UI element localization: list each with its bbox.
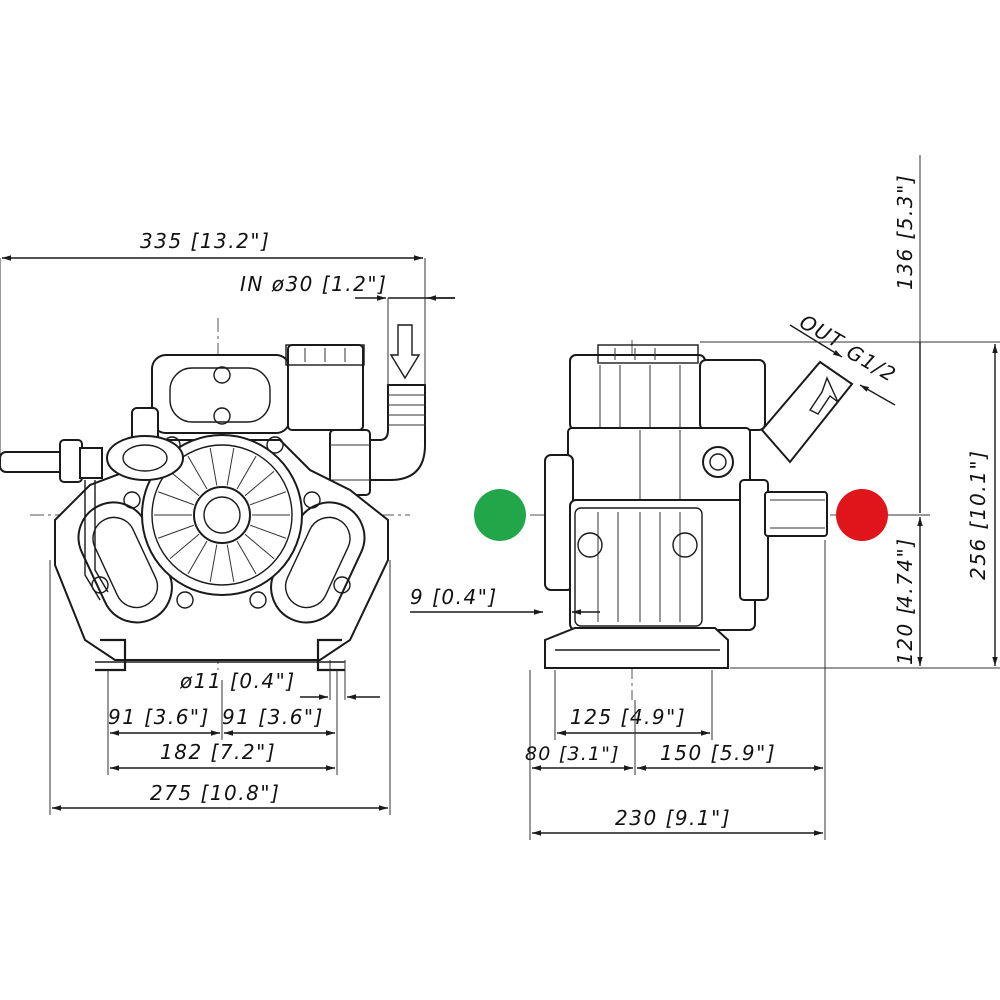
side-top-housing (569, 354, 706, 431)
dim-foot-width: 125 [4.9"] (570, 705, 686, 729)
side-flange (544, 454, 574, 591)
red-marker-dot (836, 489, 888, 541)
dim-half-spacing-right: 91 [3.6"] (222, 705, 324, 729)
dim-bolt-spacing: 182 [7.2"] (160, 740, 276, 764)
side-plug (702, 446, 734, 478)
disc-rib (250, 491, 287, 506)
disc-rib (187, 455, 208, 490)
dim-height-bottom: 120 [ (893, 605, 917, 665)
dim-inlet: IN ø30 [1.2"] (240, 272, 387, 296)
left-foot (95, 638, 127, 672)
disc-rib (236, 455, 257, 490)
outlet-fitting (760, 360, 854, 464)
dim-shaft-to-foot: 80 [3.1"] (525, 743, 620, 765)
disc-rib (169, 533, 200, 560)
body-bolts (91, 436, 351, 609)
dim-outlet-thread: G1/2 (843, 340, 901, 388)
inlet-flow-arrow (389, 324, 421, 380)
disc-rib (157, 524, 194, 539)
green-marker-dot (474, 489, 526, 541)
regulator-head (106, 435, 184, 481)
dim-side-length: 230 [9.1"] (615, 806, 731, 830)
disc-rib (236, 540, 257, 575)
dim-height-top: 136 [5.3"] (893, 174, 917, 290)
disc-rib (244, 470, 275, 497)
disc-rib (209, 544, 218, 583)
disc-rib (157, 491, 194, 506)
disc-rib (226, 447, 235, 486)
dim-foot-to-end: 150 [5.9"] (660, 741, 776, 765)
disc-rib (226, 544, 235, 583)
outlet-flow-arrow (808, 376, 839, 415)
side-bearing-housing (739, 479, 769, 601)
side-shaft (764, 491, 828, 537)
dim-flange-offset: 9 [0.4"] (410, 585, 498, 609)
side-view (530, 340, 854, 700)
disc-rib (187, 540, 208, 575)
disc-rib (250, 524, 287, 539)
front-dimensions: 335 [13.2"] IN ø30 [1.2"] ø11 [0.4"] 91 … (0, 229, 455, 815)
side-hose-tail (0, 451, 66, 473)
right-foot (316, 638, 345, 672)
dim-overall-width: 335 [13.2"] (140, 229, 270, 253)
dim-outlet-label: OUT (796, 310, 849, 354)
dim-base-width: 275 [10.8"] (150, 781, 280, 805)
shaft-hub (193, 486, 251, 544)
disc-rib (169, 470, 200, 497)
front-view (0, 318, 426, 672)
side-base-plate (544, 627, 729, 669)
dim-hole-diameter: ø11 [0.4"] (179, 669, 296, 693)
dim-half-spacing-left: 91 [3.6"] (108, 705, 210, 729)
disc-ribs (154, 447, 290, 583)
dim-shaft-offset: 4.74"] (893, 537, 917, 608)
dim-height-total: 256 [10.1"] (966, 450, 990, 580)
disc-rib (244, 533, 275, 560)
disc-rib (209, 447, 218, 486)
